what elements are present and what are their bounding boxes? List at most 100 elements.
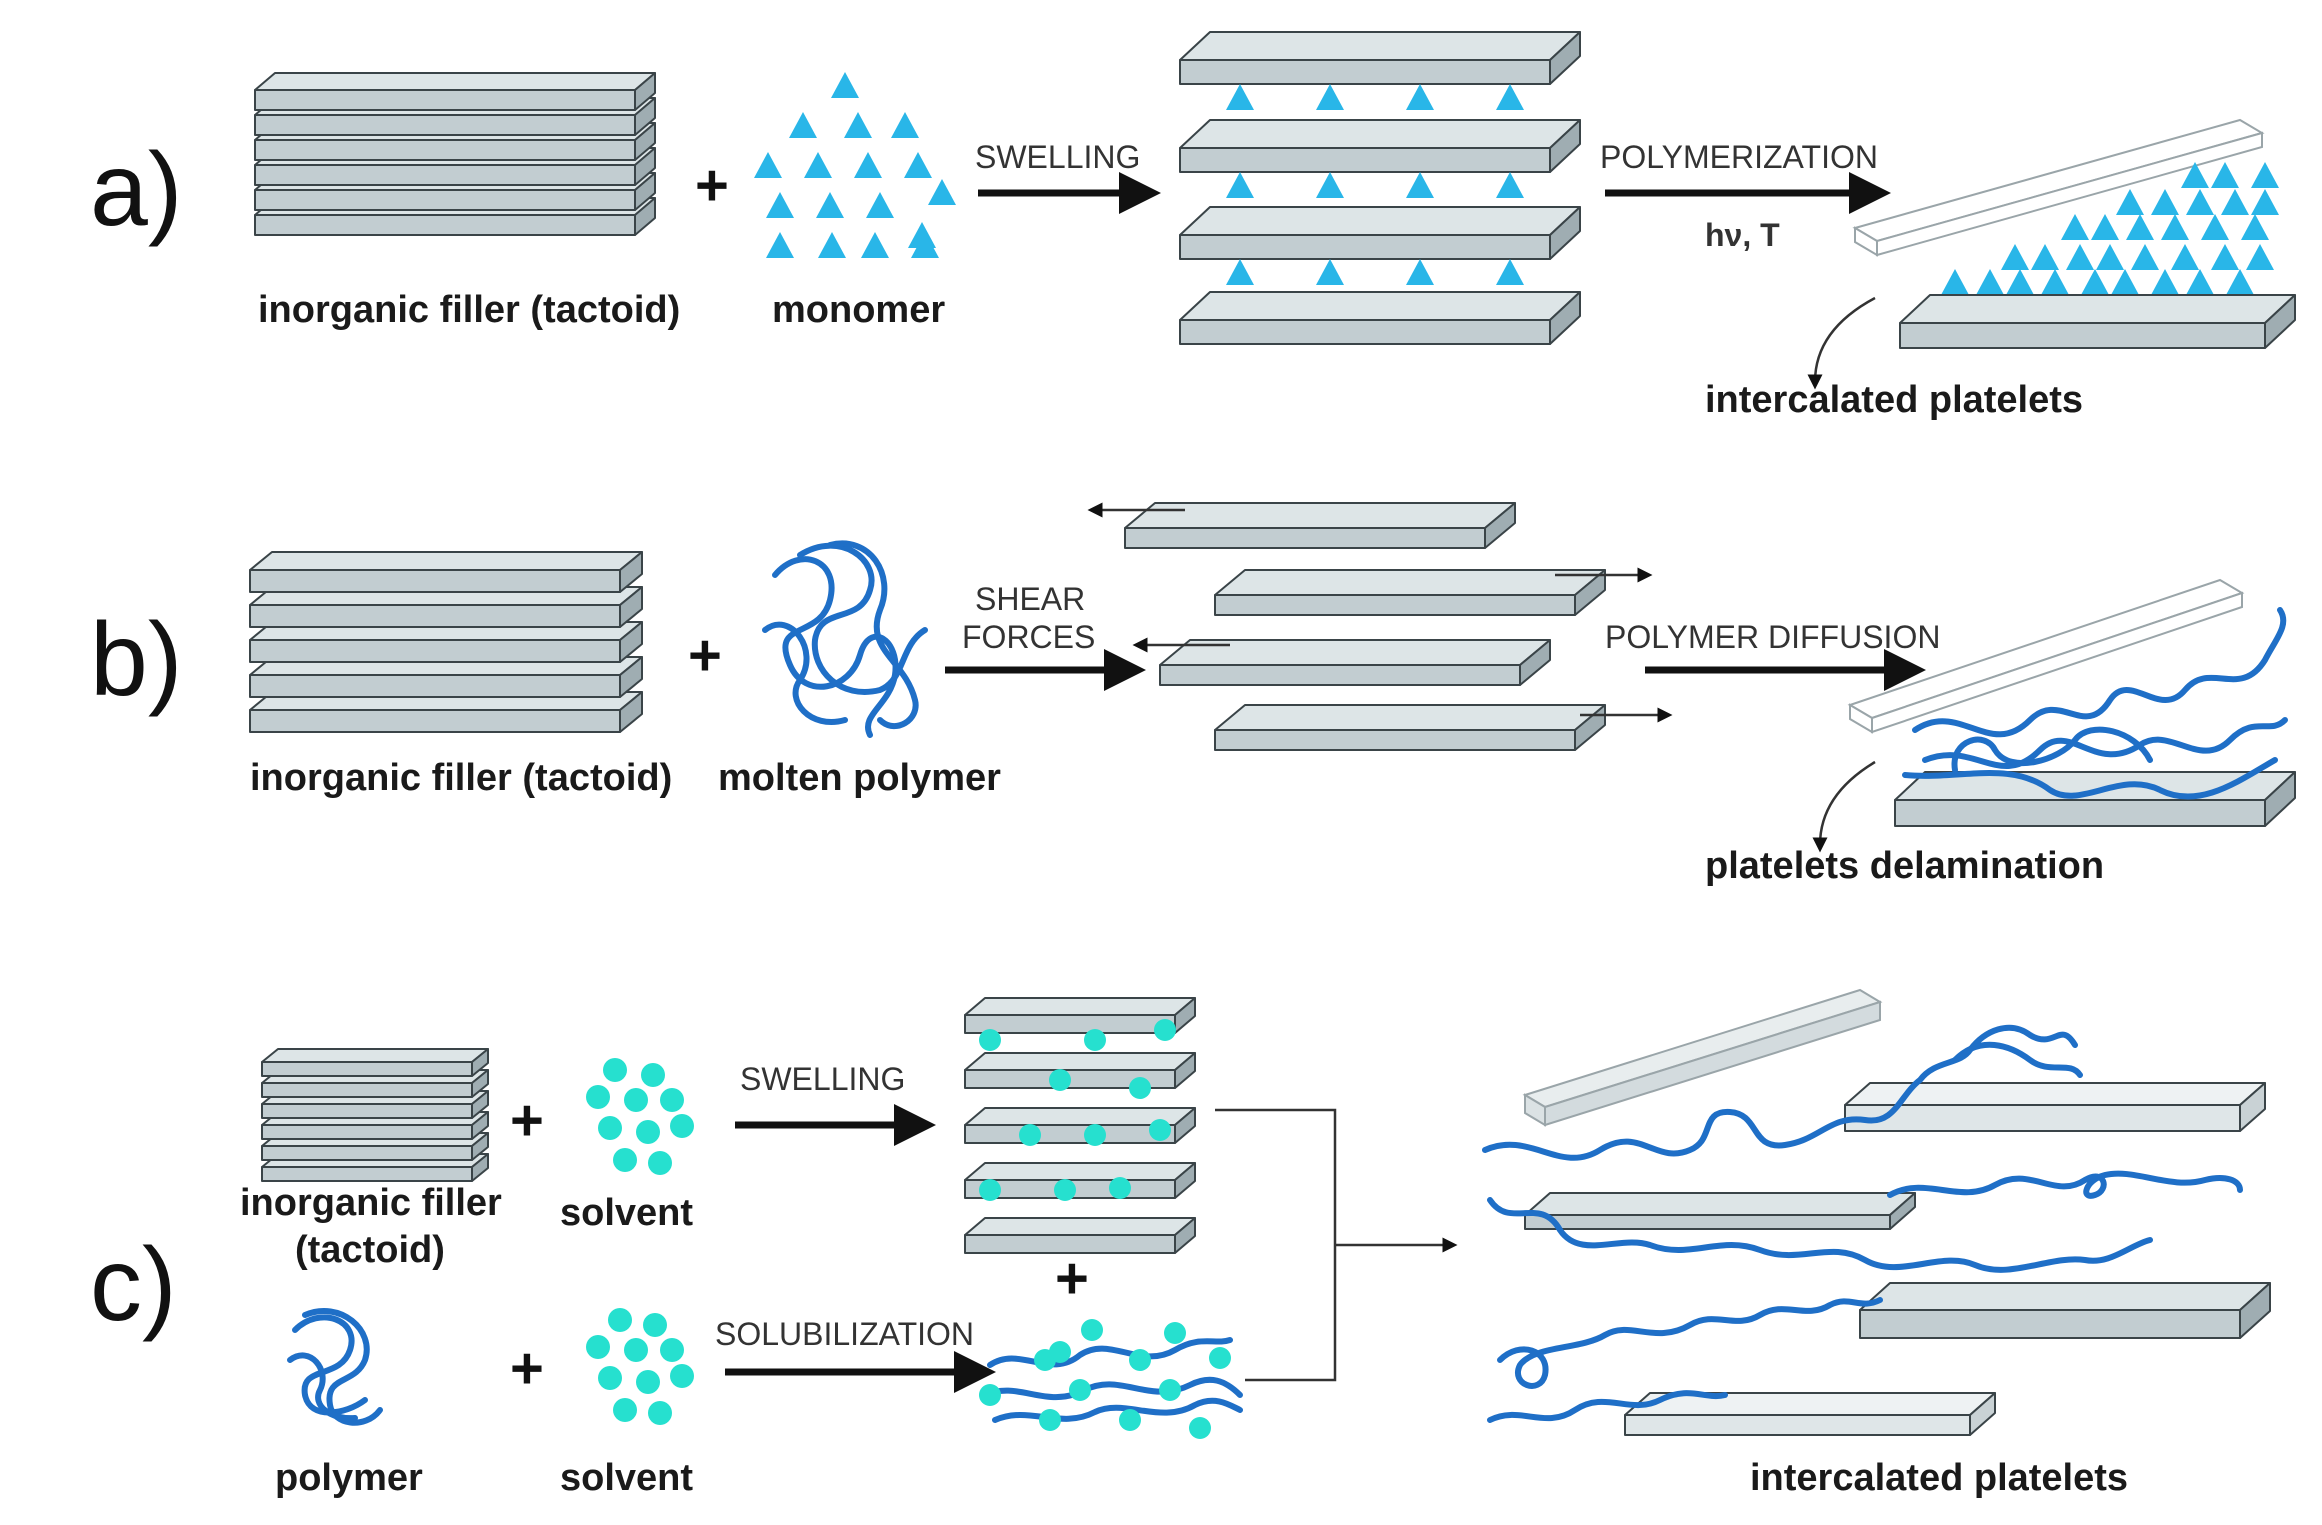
- panel-a-pointer: [1807, 296, 1876, 390]
- platelet-top: [261, 1048, 489, 1063]
- platelet-side: [1174, 1217, 1196, 1254]
- platelet-front: [1899, 322, 2266, 349]
- platelet-side: [634, 72, 656, 111]
- platelet-side: [619, 691, 643, 733]
- platelet-front: [1179, 234, 1551, 260]
- panel-b-plus: +: [688, 623, 722, 688]
- solvent-dot: [624, 1338, 648, 1362]
- monomer-triangle: [1226, 172, 1254, 198]
- platelet-side: [471, 1153, 489, 1182]
- platelet-front: [261, 1145, 473, 1161]
- monomer-triangle: [1226, 84, 1254, 110]
- platelet-top: [1524, 1192, 1916, 1216]
- platelet-front: [1624, 1414, 1971, 1436]
- platelet-front: [261, 1103, 473, 1119]
- platelet-front: [1124, 527, 1486, 549]
- platelet-front: [1214, 729, 1576, 751]
- solvent-dot: [636, 1120, 660, 1144]
- solvent-dot: [624, 1088, 648, 1112]
- platelet-front: [261, 1166, 473, 1182]
- platelet-front: [249, 604, 621, 628]
- platelet-front: [1159, 664, 1521, 686]
- panel-c-polymer-solution: [979, 1319, 1243, 1439]
- panel-c-swelling-label: SWELLING: [740, 1061, 905, 1097]
- solvent-bottom-dots: [586, 1308, 694, 1425]
- panel-a-filler-label: inorganic filler (tactoid): [258, 289, 680, 331]
- panel-c-solvent-label-bottom: solvent: [560, 1457, 693, 1499]
- monomer-triangle: [1226, 259, 1254, 285]
- monomer-triangle: [1496, 172, 1524, 198]
- solvent-dot: [1081, 1319, 1103, 1341]
- platelet-side: [1969, 1392, 1996, 1436]
- platelet-front: [249, 639, 621, 663]
- monomer-triangle: [2201, 214, 2229, 240]
- platelet-top: [964, 997, 1196, 1016]
- solvent-dot: [660, 1088, 684, 1112]
- platelet-front: [249, 674, 621, 698]
- solvent-dot: [648, 1151, 672, 1175]
- panel-c-result-label: intercalated platelets: [1750, 1457, 2128, 1499]
- platelet-side: [1174, 1162, 1196, 1199]
- platelet-side: [634, 122, 656, 161]
- solvent-dot: [648, 1401, 672, 1425]
- solvent-dot: [603, 1058, 627, 1082]
- platelet: [1124, 502, 1516, 549]
- monomer-triangle: [2116, 189, 2144, 215]
- panel-c-plus-bottom: +: [510, 1336, 544, 1401]
- monomer-triangle: [754, 152, 782, 178]
- platelet-top: [249, 551, 643, 571]
- platelet-front: [254, 139, 636, 161]
- platelet-side: [1174, 1052, 1196, 1089]
- platelet-front: [261, 1124, 473, 1140]
- platelet-side: [1549, 291, 1581, 345]
- monomer-triangle: [2161, 214, 2189, 240]
- monomer-triangle: [866, 192, 894, 218]
- monomer-triangle: [1976, 269, 2004, 295]
- panel-b-pointer: [1812, 760, 1876, 853]
- panel-a-result-label: intercalated platelets: [1705, 379, 2083, 421]
- platelet: [964, 1052, 1196, 1089]
- platelet: [964, 1107, 1196, 1144]
- solvent-dot: [1069, 1379, 1091, 1401]
- solvent-dot: [1084, 1029, 1106, 1051]
- platelet-side: [471, 1090, 489, 1119]
- monomer-cluster: [754, 72, 956, 258]
- platelet: [964, 997, 1196, 1034]
- monomer-triangle: [804, 152, 832, 178]
- platelet-side: [1549, 31, 1581, 85]
- panel-c-plus-mid: +: [1055, 1246, 1089, 1311]
- platelet-front: [254, 164, 636, 186]
- solvent-dot: [613, 1148, 637, 1172]
- solvent-dot: [608, 1308, 632, 1332]
- panel-c-merge-bracket: [1215, 1108, 1337, 1382]
- monomer-triangle: [789, 112, 817, 138]
- panel-c-solvent-label-top: solvent: [560, 1192, 693, 1234]
- monomer-triangle: [1316, 84, 1344, 110]
- solvent-dot: [1209, 1347, 1231, 1369]
- monomer-triangle: [2126, 214, 2154, 240]
- platelet-side: [2239, 1282, 2271, 1339]
- platelet: [1214, 569, 1606, 616]
- monomer-triangle: [766, 232, 794, 258]
- panel-c-polymer-coil: [287, 1308, 383, 1426]
- platelet-top: [1899, 294, 2296, 324]
- monomer-triangle: [2251, 162, 2279, 188]
- platelet-top: [964, 1217, 1196, 1236]
- solvent-dot: [1109, 1177, 1131, 1199]
- platelet-side: [1484, 502, 1516, 549]
- platelet-top: [1124, 502, 1516, 529]
- panel-c-polymer-label: polymer: [275, 1457, 423, 1499]
- platelet-front: [1179, 147, 1551, 173]
- platelet: [1899, 294, 2296, 349]
- panel-a-monomer-label: monomer: [772, 289, 945, 331]
- platelet-side: [1519, 639, 1551, 686]
- solvent-dot: [1049, 1069, 1071, 1091]
- platelet-front: [254, 114, 636, 136]
- panel-a-label: a): [90, 132, 182, 248]
- panel-a-conditions-label: hν, T: [1705, 217, 1780, 253]
- panel-a-result: [1852, 118, 2296, 349]
- platelet-front: [254, 189, 636, 211]
- panel-c-filler-label-2: (tactoid): [295, 1229, 445, 1271]
- panel-c-swollen-solvent: [979, 1019, 1176, 1201]
